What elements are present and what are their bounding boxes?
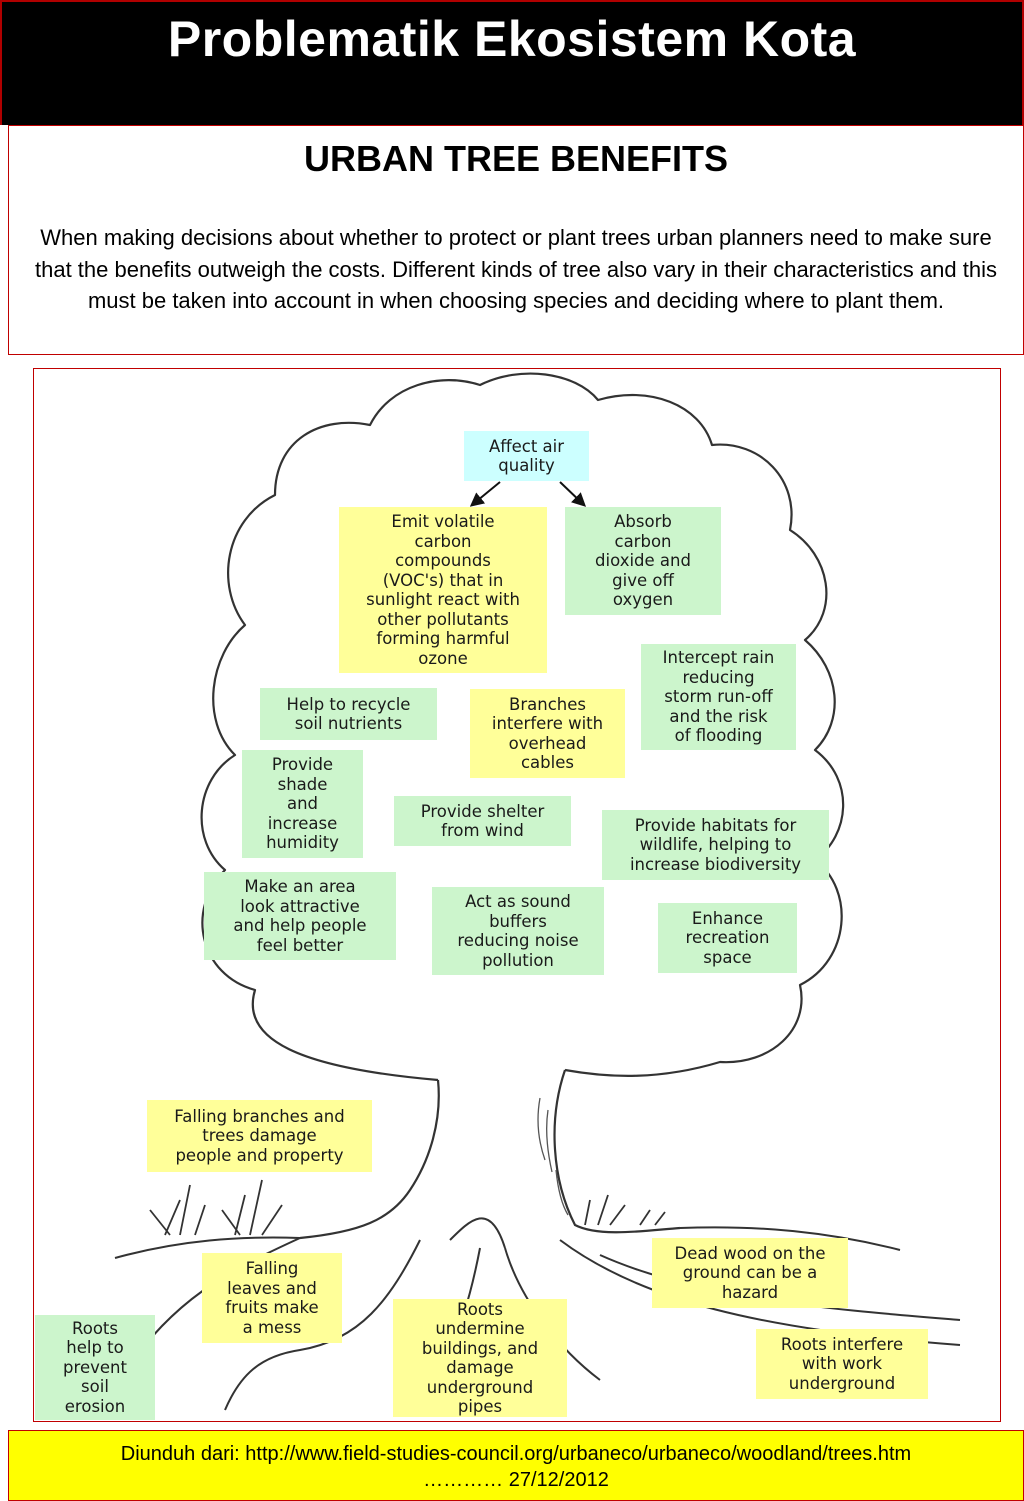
roots-erosion-box: Roots help to prevent soil erosion	[35, 1315, 155, 1420]
air-quality-box: Affect air quality	[464, 431, 589, 481]
shelter-wind-box: Provide shelter from wind	[394, 796, 571, 846]
voc-box: Emit volatile carbon compounds (VOC's) t…	[339, 507, 547, 673]
roots-work-box: Roots interfere with work underground	[756, 1329, 928, 1399]
intercept-rain-box: Intercept rain reducing storm run-off an…	[641, 644, 796, 750]
intro-panel: URBAN TREE BENEFITS When making decision…	[8, 125, 1024, 355]
ground-line-left	[114, 1236, 301, 1259]
roots-undermine-box: Roots undermine buildings, and damage un…	[393, 1299, 567, 1417]
source-date: ………… 27/12/2012	[423, 1469, 609, 1491]
ground-line-right	[679, 1226, 901, 1251]
falling-leaves-box: Falling leaves and fruits make a mess	[202, 1253, 342, 1343]
shade-humidity-box: Provide shade and increase humidity	[242, 750, 363, 858]
grass-tufts	[149, 1179, 666, 1236]
habitats-box: Provide habitats for wildlife, helping t…	[602, 810, 829, 880]
arrow-to-co2	[559, 481, 587, 507]
absorb-co2-box: Absorb carbon dioxide and give off oxyge…	[565, 507, 721, 615]
source-footer: Diunduh dari: http://www.field-studies-c…	[8, 1430, 1024, 1501]
intro-heading: URBAN TREE BENEFITS	[303, 138, 729, 179]
attractive-box: Make an area look attractive and help pe…	[204, 872, 396, 960]
source-link-text: Diunduh dari: http://www.field-studies-c…	[120, 1443, 912, 1465]
tree-canopy-outline	[200, 372, 845, 1082]
arrow-to-voc	[469, 481, 501, 507]
dead-wood-box: Dead wood on the ground can be a hazard	[652, 1238, 848, 1308]
recreation-box: Enhance recreation space	[658, 903, 797, 973]
branches-cables-box: Branches interfere with overhead cables	[470, 689, 625, 778]
recycle-nutrients-box: Help to recycle soil nutrients	[260, 688, 437, 740]
tree-trunk-right	[553, 1069, 681, 1234]
page-title: Problematik Ekosistem Kota	[167, 11, 857, 67]
falling-branches-box: Falling branches and trees damage people…	[147, 1100, 372, 1172]
tree-trunk-left	[299, 1079, 440, 1240]
title-bar: Problematik Ekosistem Kota	[0, 0, 1024, 125]
intro-body: When making decisions about whether to p…	[35, 225, 997, 313]
sound-buffers-box: Act as sound buffers reducing noise poll…	[432, 887, 604, 975]
